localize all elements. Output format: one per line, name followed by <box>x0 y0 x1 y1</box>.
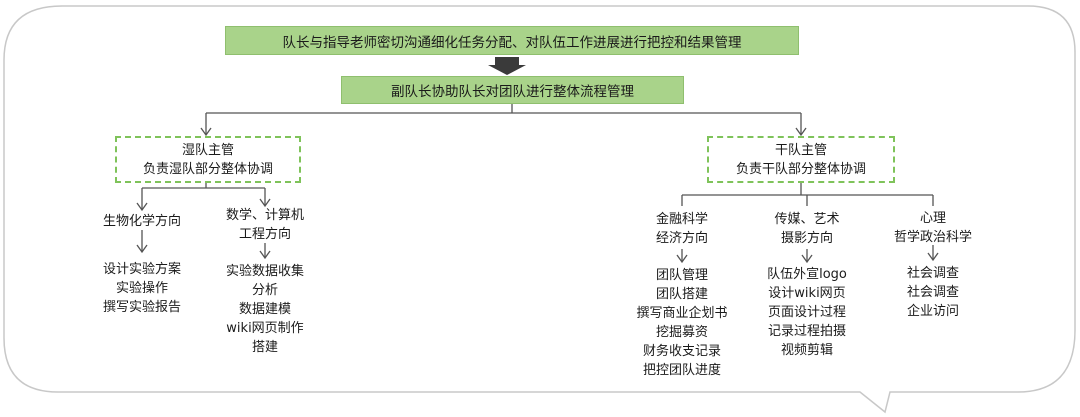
branch-name-line: 心理 <box>919 211 946 226</box>
second-box: 副队长协助队长对团队进行整体流程管理 <box>341 76 684 104</box>
task-item: 搭建 <box>251 340 278 355</box>
dry-branch-finance-name: 金融科学 经济方向 <box>627 210 737 248</box>
branch-name-line: 摄影方向 <box>780 231 833 246</box>
dry-split <box>681 182 934 206</box>
dry-title: 干队主管 <box>774 142 827 158</box>
arrowhead-icon <box>676 254 688 264</box>
task-item: 撰写实验报告 <box>102 300 181 315</box>
branch-name-line: 经济方向 <box>655 231 708 246</box>
task-item: 团队管理 <box>655 268 708 283</box>
task-item: 社会调查 <box>906 266 959 281</box>
task-item: 社会调查 <box>906 285 959 300</box>
task-item: 撰写商业企划书 <box>636 306 728 321</box>
dry-subtitle: 负责干队部分整体协调 <box>735 161 866 177</box>
wet-subtitle: 负责湿队部分整体协调 <box>142 161 273 177</box>
arrowhead-icon <box>927 252 939 262</box>
arrowhead-icon <box>200 127 212 137</box>
task-item: 挖掘募资 <box>655 325 708 340</box>
task-item: 设计wiki网页 <box>768 286 846 301</box>
dry-team-box: 干队主管 负责干队部分整体协调 <box>707 136 895 183</box>
branch-name-line: 传媒、艺术 <box>774 212 840 227</box>
branch-name-line: 数学、计算机 <box>225 208 304 223</box>
task-item: 财务收支记录 <box>642 344 721 359</box>
task-item: wiki网页制作 <box>226 321 304 336</box>
wet-branch-math-tasks: 实验数据收集 分析 数据建模 wiki网页制作 搭建 <box>205 262 325 357</box>
wet-title: 湿队主管 <box>181 142 234 158</box>
top-box: 队长与指导老师密切沟通细化任务分配、对队伍工作进展进行把控和结果管理 <box>225 26 799 55</box>
task-item: 页面设计过程 <box>767 305 846 320</box>
arrowhead-icon <box>259 198 271 208</box>
down-arrow-icon <box>488 57 526 75</box>
task-item: 实验操作 <box>115 281 168 296</box>
task-item: 团队搭建 <box>655 287 708 302</box>
bubble-outline <box>3 5 1076 414</box>
task-item: 队伍外宣logo <box>767 267 847 282</box>
arrowhead-icon <box>801 254 813 264</box>
wet-branch-bio-name: 生物化学方向 <box>102 214 181 229</box>
branch-name-line: 工程方向 <box>238 227 291 242</box>
task-item: 把控团队进度 <box>642 363 721 378</box>
task-item: 企业访问 <box>906 304 959 319</box>
arrowhead-icon <box>136 202 148 212</box>
wet-branch-bio-tasks: 设计实验方案 实验操作 撰写实验报告 <box>82 260 202 317</box>
task-item: 记录过程拍摄 <box>767 324 846 339</box>
task-item: 设计实验方案 <box>102 262 181 277</box>
dry-branch-psy-tasks: 社会调查 社会调查 企业访问 <box>883 264 983 321</box>
wet-split <box>141 182 266 210</box>
dry-branch-media-name: 传媒、艺术 摄影方向 <box>752 210 862 248</box>
wet-branch-math-name: 数学、计算机 工程方向 <box>205 206 325 244</box>
dry-branch-psy-name: 心理 哲学政治科学 <box>873 209 993 247</box>
dry-branch-media-tasks: 队伍外宣logo 设计wiki网页 页面设计过程 记录过程拍摄 视频剪辑 <box>747 265 867 360</box>
wet-team-box: 湿队主管 负责湿队部分整体协调 <box>115 136 301 183</box>
arrowhead-icon <box>259 250 271 260</box>
task-item: 数据建模 <box>238 302 291 317</box>
arrowhead-icon <box>795 127 807 137</box>
branch-name-line: 哲学政治科学 <box>893 230 972 245</box>
branch-name-line: 金融科学 <box>655 212 708 227</box>
arrowhead-icon <box>136 244 148 254</box>
task-item: 视频剪辑 <box>780 343 833 358</box>
dry-branch-finance-tasks: 团队管理 团队搭建 撰写商业企划书 挖掘募资 财务收支记录 把控团队进度 <box>617 266 747 380</box>
connector-top-split <box>205 103 802 134</box>
task-item: 分析 <box>251 283 278 298</box>
task-item: 实验数据收集 <box>225 264 304 279</box>
